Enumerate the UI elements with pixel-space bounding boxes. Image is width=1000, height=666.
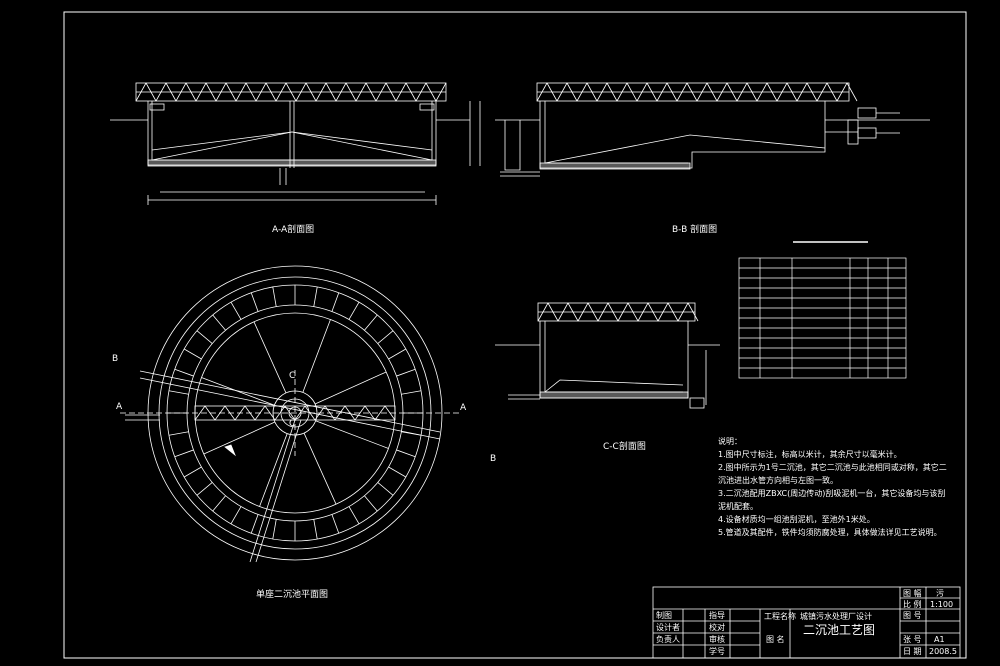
section-bb-caption: B-B 剖面图 bbox=[672, 225, 718, 235]
tb-scale-label: 比 例 bbox=[903, 600, 922, 609]
tb-left-label: 设计者 bbox=[656, 623, 680, 632]
tb-left-label: 制图 bbox=[656, 611, 672, 620]
notes-heading: 说明： bbox=[718, 437, 742, 446]
parts-table bbox=[738, 241, 907, 379]
tb-project-label: 工程名称 bbox=[764, 612, 796, 621]
tb-scale-value: 1:100 bbox=[930, 600, 954, 609]
tb-size-label: 张 号 bbox=[903, 635, 922, 644]
section-cc-caption: C-C剖面图 bbox=[603, 442, 646, 452]
note-item: 1.图中尺寸标注，标高以米计，其余尺寸以毫米计。 bbox=[718, 450, 902, 459]
cut-mark-a-right: A bbox=[460, 403, 467, 413]
cut-mark-c-top: C bbox=[289, 371, 296, 381]
plan-view-drawing bbox=[120, 265, 460, 563]
tb-sheet-label: 图 号 bbox=[903, 611, 922, 620]
sheet-frame bbox=[63, 11, 967, 659]
title-block bbox=[652, 586, 961, 659]
note-item: 3.二沉池配用ZBXC(周边传动)刮吸泥机一台，其它设备均与该刮泥机配套。 bbox=[718, 489, 946, 511]
tb-size-value: A1 bbox=[934, 635, 945, 644]
tb-date-label: 日 期 bbox=[903, 647, 922, 656]
cut-mark-c-bottom: C bbox=[289, 419, 296, 429]
section-aa-caption: A-A剖面图 bbox=[272, 225, 315, 235]
plan-view-caption: 单座二沉池平面图 bbox=[256, 590, 329, 600]
tb-top-right-value: 污 bbox=[936, 589, 944, 598]
cut-mark-a-left: A bbox=[116, 402, 123, 412]
note-item: 5.管道及其配件，铁件均须防腐处理，具体做法详见工艺说明。 bbox=[718, 528, 942, 537]
section-bb-drawing bbox=[495, 82, 930, 177]
tb-drawing-name-label: 图 名 bbox=[766, 635, 785, 644]
tb-mid-label: 学号 bbox=[709, 647, 725, 656]
tb-mid-label: 审核 bbox=[709, 635, 725, 644]
cut-mark-b-bottom: B bbox=[490, 454, 497, 464]
tb-drawing-title: 二沉池工艺图 bbox=[803, 623, 876, 637]
note-item: 4.设备材质均一组池刮泥机，至池外1米处。 bbox=[718, 515, 875, 524]
cut-mark-b-top: B bbox=[112, 354, 119, 364]
tb-left-label: 负责人 bbox=[656, 635, 680, 644]
tb-project-name: 城镇污水处理厂设计 bbox=[800, 612, 872, 621]
tb-mid-label: 指导 bbox=[709, 611, 725, 620]
tb-mid-label: 校对 bbox=[709, 623, 725, 632]
tb-date-value: 2008.5 bbox=[929, 647, 957, 656]
design-notes: 说明： 1.图中尺寸标注，标高以米计，其余尺寸以毫米计。 2.图中所示为1号二沉… bbox=[718, 435, 948, 539]
tb-top-right-label: 图 幅 bbox=[903, 589, 922, 598]
note-item: 2.图中所示为1号二沉池，其它二沉池与此池相同或对称，其它二沉池进出水管方向相与… bbox=[718, 463, 947, 485]
section-aa-drawing bbox=[110, 82, 481, 205]
section-cc-drawing bbox=[495, 302, 720, 409]
